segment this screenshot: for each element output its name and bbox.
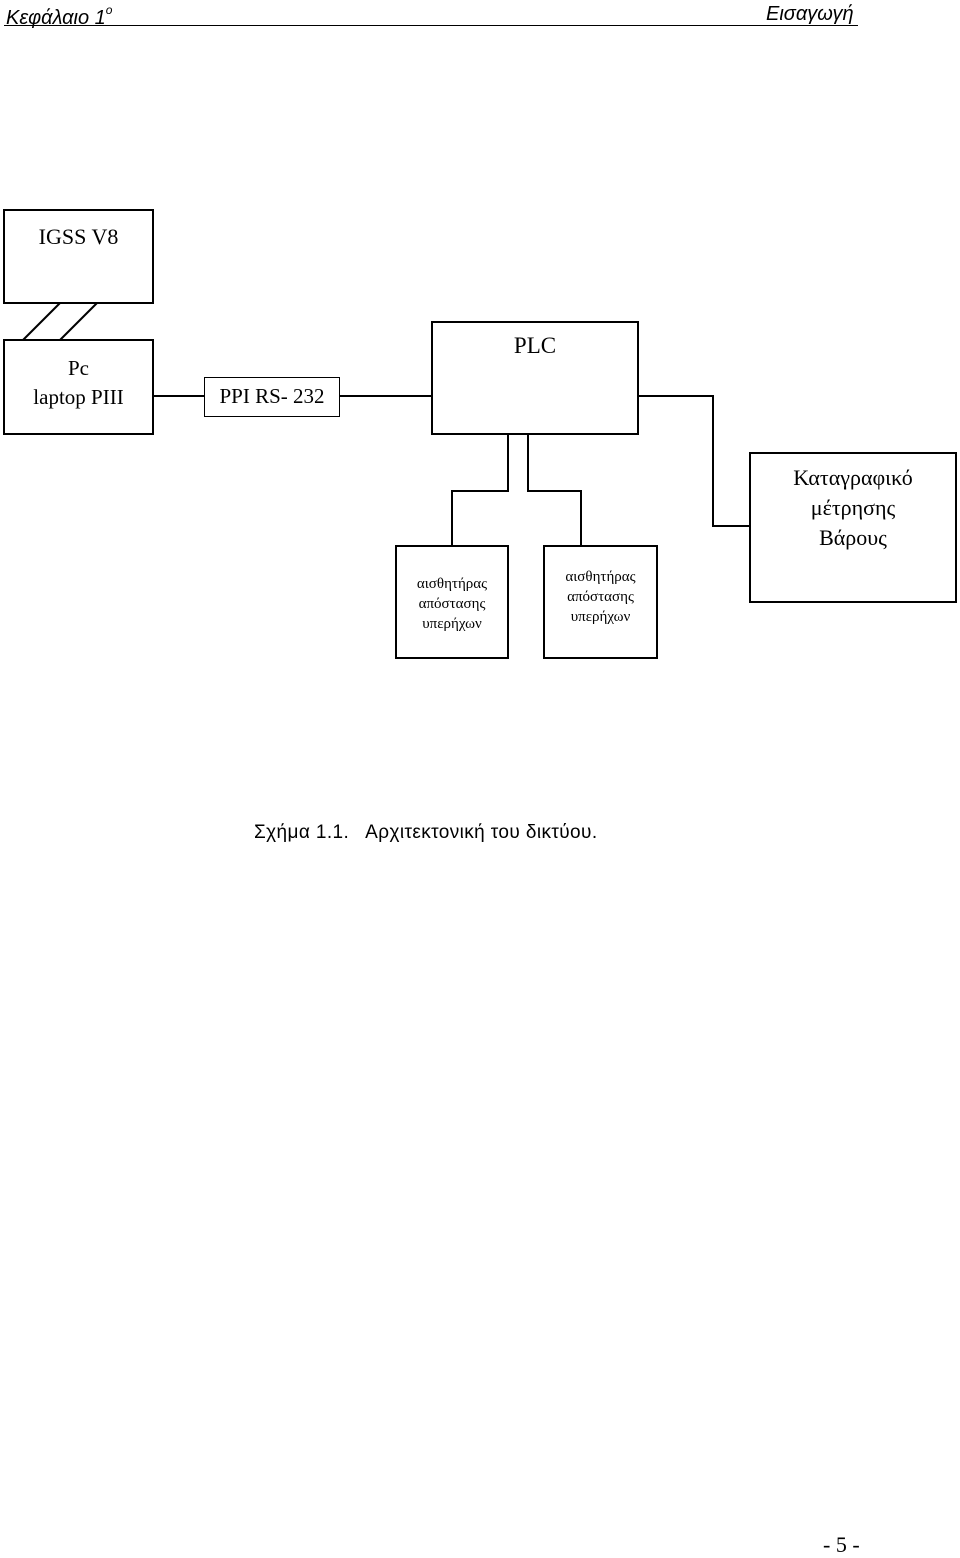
connector-lines [22,302,750,546]
recorder-label-line1: Καταγραφικό [793,465,913,490]
sensor1-label-line2: απόστασης [418,596,486,612]
recorder-label-line3: Βάρους [819,525,887,550]
igss-label: IGSS V8 [38,224,119,249]
sensor2-label-line2: απόστασης [567,589,634,605]
chapter-title: Κεφάλαιο 1 [6,7,106,29]
chapter-header: Κεφάλαιο 1ο [6,3,112,30]
pc-box: Pc laptop PIII [3,339,154,435]
link-plc-recorder [637,395,750,527]
plc-box: PLC [431,321,639,435]
sensor-box-2: αισθητήρας απόστασης υπερήχων [543,545,658,659]
plc-label: PLC [513,333,557,358]
link-plc-sensor2 [527,434,582,546]
section-header: Εισαγωγή [766,3,854,25]
sensor1-label-line1: αισθητήρας [416,576,488,592]
link-igss-pc-right [59,302,98,341]
igss-box: IGSS V8 [3,209,154,304]
ppi-box: PPI RS- 232 [204,377,340,417]
sensor2-label-line1: αισθητήρας [565,569,636,585]
recorder-box: Καταγραφικό μέτρησης Βάρους [749,452,957,603]
sensor2-label-line3: υπερήχων [570,609,631,625]
pc-label-line2: laptop PIII [33,385,124,409]
header-rule [4,25,858,26]
link-plc-sensor1 [451,434,509,546]
pc-label-line1: Pc [68,356,89,380]
link-igss-pc-left [22,302,61,341]
sensor-box-1: αισθητήρας απόστασης υπερήχων [395,545,509,659]
chapter-superscript: ο [105,3,113,17]
page-number: - 5 - [823,1532,860,1557]
sensor1-label-line3: υπερήχων [422,616,482,632]
figure-caption: Σχήμα 1.1. Αρχιτεκτονική του δικτύου. [254,822,598,843]
recorder-label-line2: μέτρησης [810,495,896,520]
ppi-label: PPI RS- 232 [219,384,325,408]
